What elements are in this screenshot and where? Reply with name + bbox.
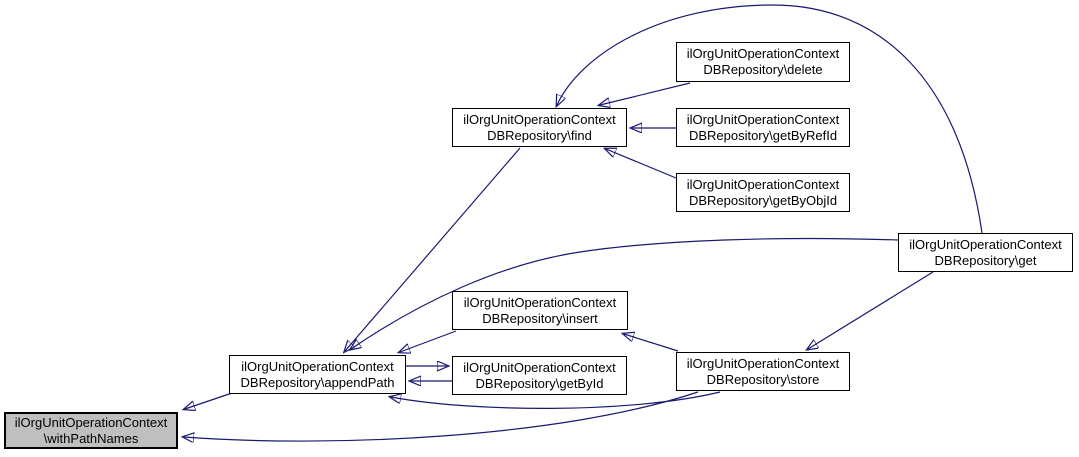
node-getByRefId[interactable]: ilOrgUnitOperationContext DBRepository\g… xyxy=(676,108,850,147)
node-delete[interactable]: ilOrgUnitOperationContext DBRepository\d… xyxy=(676,42,850,82)
edge-get-to-find xyxy=(557,4,983,234)
edge-get-to-appendPath xyxy=(351,237,899,350)
node-get[interactable]: ilOrgUnitOperationContext DBRepository\g… xyxy=(898,233,1073,272)
edge-getByObjId-to-find xyxy=(606,149,677,179)
node-find[interactable]: ilOrgUnitOperationContext DBRepository\f… xyxy=(452,108,627,147)
edge-appendPath-to-withPathNames xyxy=(185,392,233,409)
edge-store-to-appendPath xyxy=(391,391,721,409)
node-label-line1: ilOrgUnitOperationContext xyxy=(241,358,394,374)
node-store[interactable]: ilOrgUnitOperationContext DBRepository\s… xyxy=(676,352,850,391)
edge-store-to-insert xyxy=(624,334,679,352)
node-label-line2: DBRepository\find xyxy=(487,127,592,143)
node-label-line1: ilOrgUnitOperationContext xyxy=(909,236,1062,252)
node-label-line2: DBRepository\get xyxy=(934,252,1037,268)
node-label-line1: ilOrgUnitOperationContext xyxy=(686,176,840,192)
node-appendPath[interactable]: ilOrgUnitOperationContext DBRepository\a… xyxy=(229,355,406,394)
edge-insert-to-appendPath xyxy=(400,330,457,352)
edge-store-to-withPathNames xyxy=(184,391,699,441)
node-label-line1: ilOrgUnitOperationContext xyxy=(463,111,616,127)
node-label-line2: DBRepository\getById xyxy=(475,375,604,391)
edge-delete-to-find xyxy=(600,82,691,105)
node-getById[interactable]: ilOrgUnitOperationContext DBRepository\g… xyxy=(452,356,627,395)
node-insert[interactable]: ilOrgUnitOperationContext DBRepository\i… xyxy=(452,291,628,330)
node-label-line2: DBRepository\getByRefId xyxy=(688,127,838,143)
edge-get-to-store xyxy=(808,271,934,349)
node-getByObjId[interactable]: ilOrgUnitOperationContext DBRepository\g… xyxy=(676,173,850,212)
node-label-line1: ilOrgUnitOperationContext xyxy=(686,355,840,371)
node-label-line2: DBRepository\getByObjId xyxy=(688,192,838,208)
node-label-line2: DBRepository\delete xyxy=(703,62,823,77)
node-label-line2: DBRepository\insert xyxy=(482,310,598,326)
node-label-line2: DBRepository\appendPath xyxy=(240,374,395,390)
node-label-line1: ilOrgUnitOperationContext xyxy=(686,46,840,61)
node-label-line1: ilOrgUnitOperationContext xyxy=(463,294,617,310)
node-label-line2: DBRepository\store xyxy=(706,371,820,387)
node-label-line2: \withPathNames xyxy=(43,430,139,446)
node-label-line1: ilOrgUnitOperationContext xyxy=(14,414,168,430)
edge-find-to-appendPath xyxy=(345,147,521,351)
node-label-line1: ilOrgUnitOperationContext xyxy=(463,359,616,375)
node-withPathNames: ilOrgUnitOperationContext \withPathNames xyxy=(4,412,178,449)
node-label-line1: ilOrgUnitOperationContext xyxy=(686,111,840,127)
